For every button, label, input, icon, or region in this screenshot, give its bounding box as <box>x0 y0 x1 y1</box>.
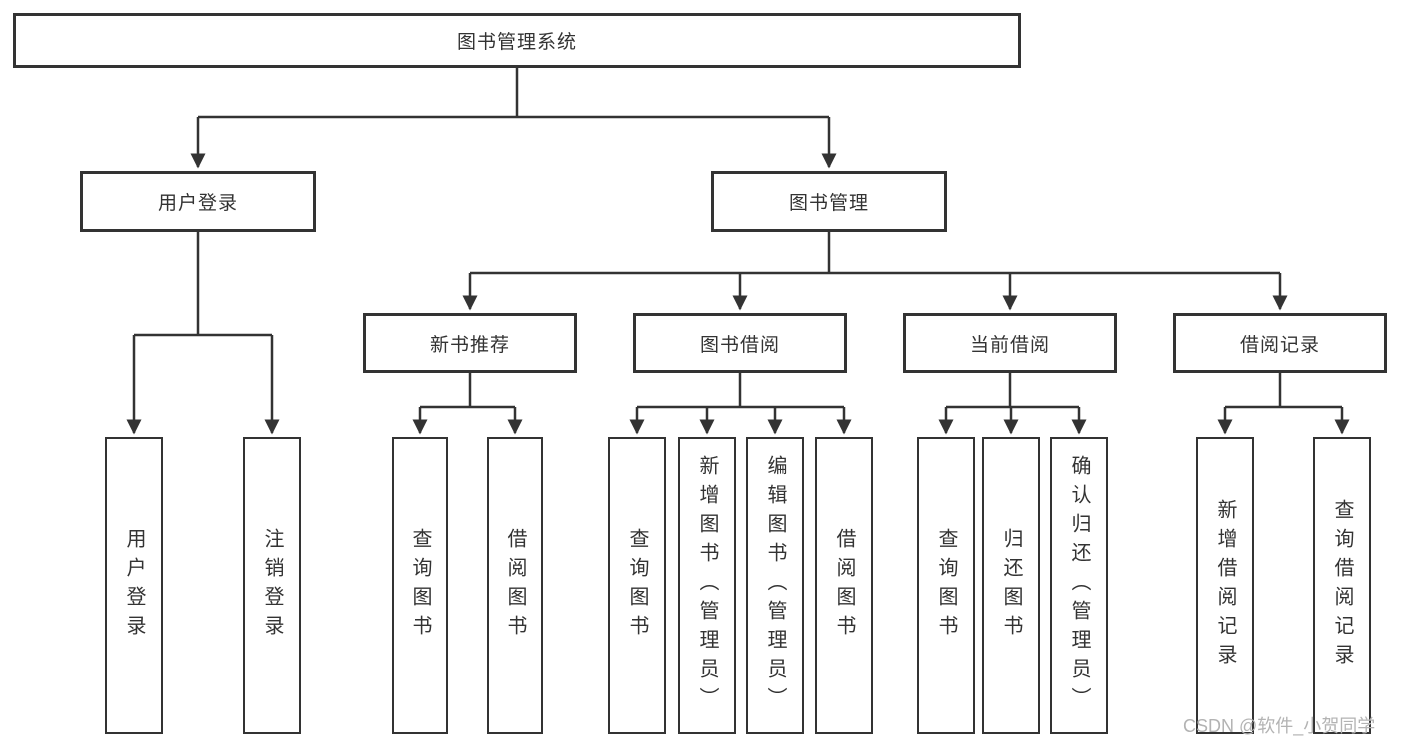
node-book-borrow: 图书借阅 <box>633 313 847 373</box>
node-current-borrow: 当前借阅 <box>903 313 1117 373</box>
node-leaf-borrow-books-label: 借阅图书 <box>833 527 855 644</box>
node-leaf-query-books-recommend: 查询图书 <box>392 437 448 734</box>
node-leaf-add-books-admin: 新增图书（管理员） <box>678 437 736 734</box>
node-user-login-label: 用户登录 <box>157 193 238 214</box>
node-library-system-label: 图书管理系统 <box>456 32 577 53</box>
node-leaf-logout-label: 注销登录 <box>261 527 283 644</box>
node-leaf-query-borrow-record: 查询借阅记录 <box>1313 437 1371 734</box>
node-leaf-borrow-books: 借阅图书 <box>815 437 873 734</box>
node-leaf-query-books-borrow: 查询图书 <box>608 437 666 734</box>
node-leaf-confirm-return-admin-label: 确认归还（管理员） <box>1068 455 1090 716</box>
node-leaf-logout: 注销登录 <box>243 437 301 734</box>
node-leaf-borrow-books-recommend: 借阅图书 <box>487 437 543 734</box>
node-borrow-records: 借阅记录 <box>1173 313 1387 373</box>
node-leaf-query-books-recommend-label: 查询图书 <box>409 527 431 644</box>
node-book-borrow-label: 图书借阅 <box>699 334 780 356</box>
node-new-book-recommend: 新书推荐 <box>363 313 577 373</box>
watermark: CSDN @软件_小贺同学 <box>1183 716 1376 736</box>
node-library-system: 图书管理系统 <box>13 13 1021 68</box>
node-leaf-add-books-admin-label: 新增图书（管理员） <box>696 455 718 716</box>
node-leaf-edit-books-admin-label: 编辑图书（管理员） <box>764 455 786 716</box>
node-book-management-label: 图书管理 <box>788 193 869 214</box>
node-leaf-query-books-current: 查询图书 <box>917 437 975 734</box>
node-leaf-return-books: 归还图书 <box>982 437 1040 734</box>
node-leaf-query-borrow-record-label: 查询借阅记录 <box>1331 498 1353 673</box>
node-leaf-edit-books-admin: 编辑图书（管理员） <box>746 437 804 734</box>
node-current-borrow-label: 当前借阅 <box>969 334 1050 356</box>
node-borrow-records-label: 借阅记录 <box>1239 334 1320 356</box>
node-leaf-borrow-books-recommend-label: 借阅图书 <box>504 527 526 644</box>
node-new-book-recommend-label: 新书推荐 <box>429 334 510 356</box>
node-leaf-add-borrow-record: 新增借阅记录 <box>1196 437 1254 734</box>
node-leaf-add-borrow-record-label: 新增借阅记录 <box>1214 498 1236 673</box>
node-leaf-user-login: 用户登录 <box>105 437 163 734</box>
node-user-login: 用户登录 <box>80 171 316 232</box>
node-book-management: 图书管理 <box>711 171 947 232</box>
node-leaf-user-login-label: 用户登录 <box>123 527 145 644</box>
node-leaf-return-books-label: 归还图书 <box>1000 527 1022 644</box>
node-leaf-query-books-borrow-label: 查询图书 <box>626 527 648 644</box>
node-leaf-confirm-return-admin: 确认归还（管理员） <box>1050 437 1108 734</box>
node-leaf-query-books-current-label: 查询图书 <box>935 527 957 644</box>
